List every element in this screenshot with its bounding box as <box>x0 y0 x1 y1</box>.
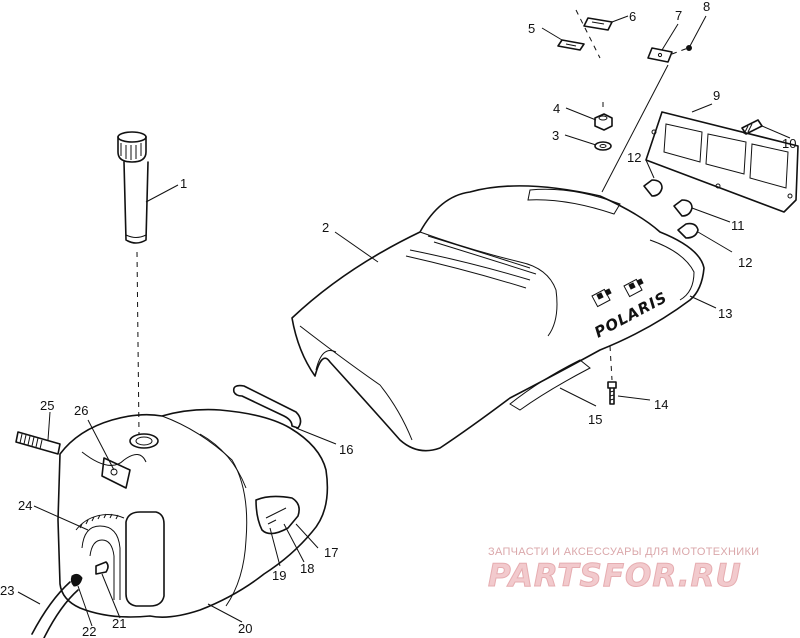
nut-part <box>594 113 613 131</box>
callout-19: 19 <box>272 568 286 583</box>
callout-5: 5 <box>528 21 535 36</box>
clip-dash-line <box>575 9 601 59</box>
watermark-tagline: ЗАПЧАСТИ И АКСЕССУАРЫ ДЛЯ МОТОТЕХНИКИ <box>488 546 759 558</box>
strap-part-16 <box>232 384 302 429</box>
filler-neck-part <box>117 131 149 244</box>
callout-2: 2 <box>322 220 329 235</box>
clamp-part-22 <box>70 573 83 587</box>
callout-17: 17 <box>324 545 338 560</box>
callout-14: 14 <box>654 397 668 412</box>
checkered-flag-logo <box>591 278 644 308</box>
callout-7: 7 <box>675 8 682 23</box>
callout-6: 6 <box>629 9 636 24</box>
callout-25: 25 <box>40 398 54 413</box>
callout-21: 21 <box>112 616 126 631</box>
callout-8: 8 <box>703 0 710 14</box>
fuel-line-part-23 <box>31 581 79 638</box>
callout-12-bottom: 12 <box>738 255 752 270</box>
callout-18: 18 <box>300 561 314 576</box>
bulb-part-12-top <box>643 179 663 197</box>
fuel-tank-part <box>57 408 329 618</box>
callout-15: 15 <box>588 412 602 427</box>
callout-11: 11 <box>731 218 745 233</box>
watermark: ЗАПЧАСТИ И АКСЕССУАРЫ ДЛЯ МОТОТЕХНИКИ PA… <box>488 546 760 595</box>
bolt-part-14 <box>607 381 617 405</box>
callout-10: 10 <box>782 136 796 151</box>
callout-20: 20 <box>238 621 252 636</box>
vent-hose-part-25 <box>15 431 61 455</box>
callout-12-top: 12 <box>627 150 641 165</box>
plate-part-7 <box>647 47 673 63</box>
screw-part-10 <box>741 119 763 135</box>
bulb-part-11 <box>673 199 693 217</box>
callout-26: 26 <box>74 403 88 418</box>
filler-dash-line <box>136 251 140 435</box>
screw-part-8 <box>686 45 692 51</box>
bolt-dash-line <box>609 345 613 381</box>
clip-part-6 <box>583 17 613 31</box>
callout-22: 22 <box>82 624 96 638</box>
taillight-lens-part <box>645 111 799 213</box>
seat-part: POLARIS <box>291 185 705 452</box>
callout-1: 1 <box>180 176 187 191</box>
callout-13: 13 <box>718 306 732 321</box>
screw-dash-line <box>671 47 689 55</box>
callout-4: 4 <box>553 101 560 116</box>
watermark-site: PARTSFOR.RU <box>488 558 742 594</box>
callout-16: 16 <box>339 442 353 457</box>
bulb-part-12-bottom <box>677 222 699 239</box>
washer-part <box>594 141 612 151</box>
leader-lines <box>17 15 791 627</box>
callout-9: 9 <box>713 88 720 103</box>
callout-3: 3 <box>552 128 559 143</box>
clip-part-5 <box>557 39 585 51</box>
callout-24: 24 <box>18 498 32 513</box>
callout-23: 23 <box>0 583 14 598</box>
